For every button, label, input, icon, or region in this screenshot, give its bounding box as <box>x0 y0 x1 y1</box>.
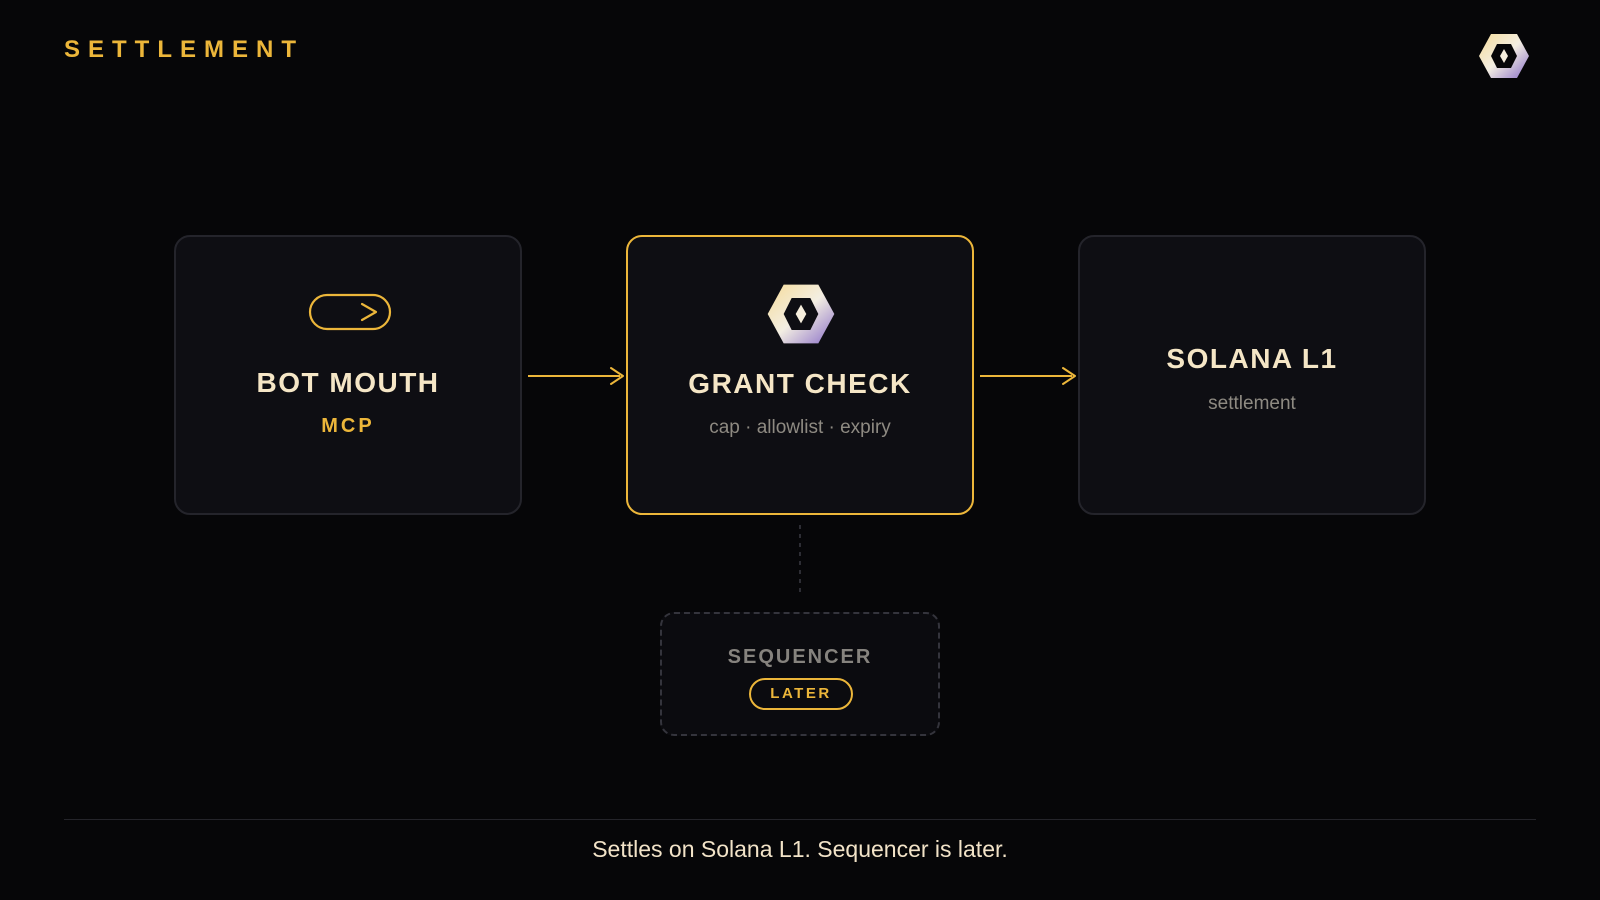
node-subtitle: MCP <box>321 415 375 437</box>
node-bot-mouth: BOT MOUTH MCP <box>174 235 522 515</box>
footer-divider <box>64 819 1536 820</box>
later-badge: LATER <box>749 678 853 710</box>
section-title: SETTLEMENT <box>64 36 304 63</box>
flow-arrow-1 <box>528 367 624 385</box>
dotted-connector <box>799 525 801 597</box>
flow-arrow-2 <box>980 367 1076 385</box>
hexagon-diamond-logo-icon <box>767 284 835 344</box>
sequencer-title: SEQUENCER <box>727 646 873 668</box>
node-title: GRANT CHECK <box>688 368 912 399</box>
footer-caption: Settles on Solana L1. Sequencer is later… <box>592 836 1008 862</box>
node-subtitle: cap · allowlist · expiry <box>709 417 891 438</box>
node-title: BOT MOUTH <box>256 367 440 398</box>
node-subtitle: settlement <box>1208 393 1296 414</box>
node-title: SOLANA L1 <box>1166 343 1338 374</box>
arrow-pill-icon <box>308 293 392 331</box>
node-sequencer: SEQUENCER LATER <box>660 612 940 736</box>
hexagon-diamond-logo-icon <box>1479 34 1529 78</box>
node-solana-l1: SOLANA L1 settlement <box>1078 235 1426 515</box>
node-grant-check: GRANT CHECK cap · allowlist · expiry <box>626 235 974 515</box>
